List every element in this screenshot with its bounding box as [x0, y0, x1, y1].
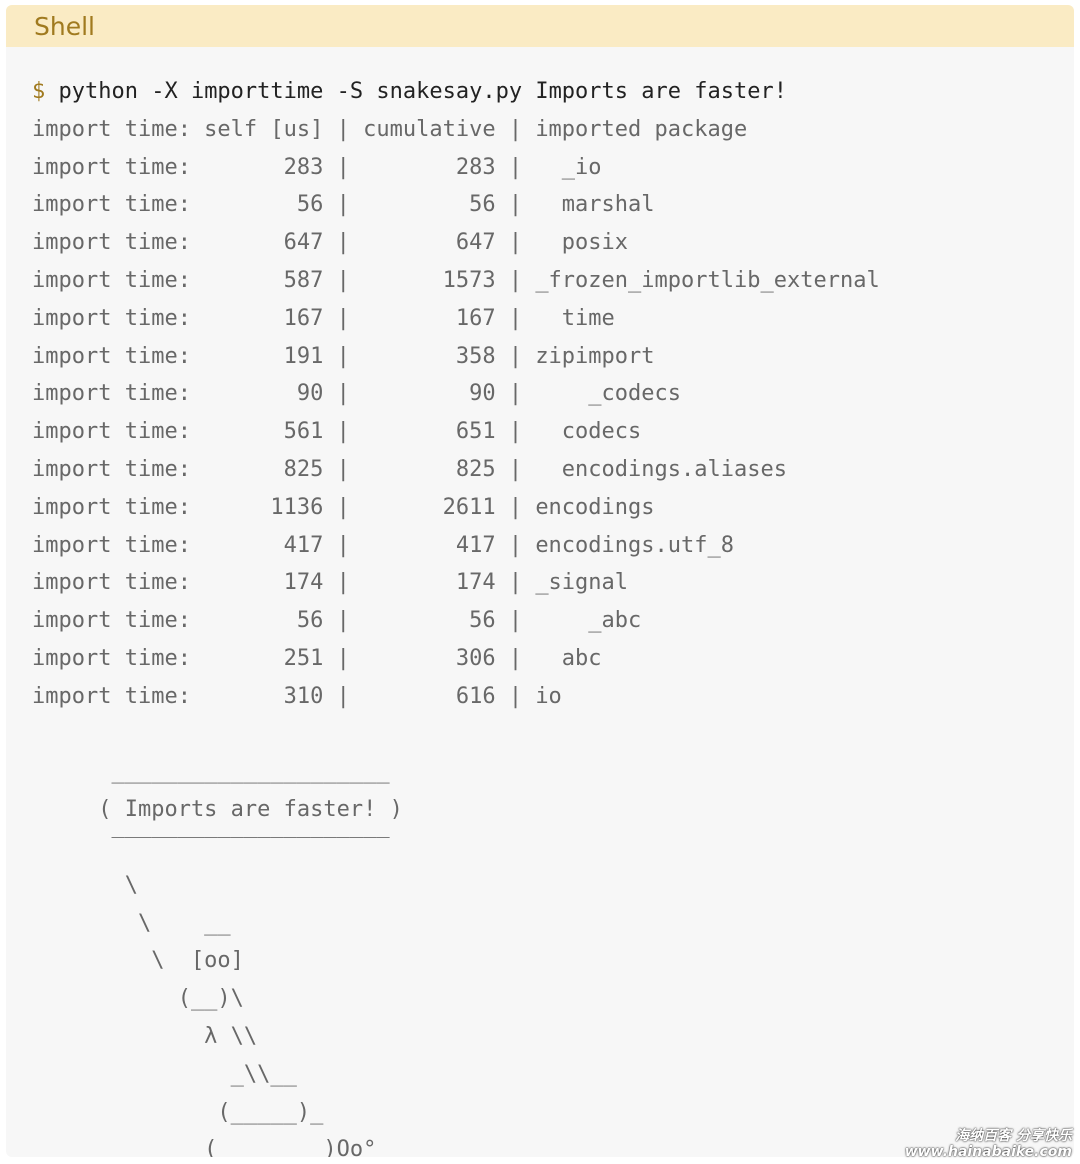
output-line: import time: 587 | 1573 | _frozen_import… [32, 267, 880, 293]
shell-prompt: $ [32, 79, 46, 104]
code-block: Shell $ python -X importtime -S snakesay… [6, 5, 1074, 1157]
output-line: import time: 417 | 417 | encodings.utf_8 [32, 532, 734, 558]
watermark-url: www.hainabaike.com [904, 1144, 1072, 1160]
code-body[interactable]: $ python -X importtime -S snakesay.py Im… [32, 73, 1064, 1157]
output-line: (________)Oo° [32, 1137, 377, 1157]
code-language-label: Shell [34, 11, 95, 41]
output-line: (_____)_ [32, 1099, 324, 1125]
output-line: _\\__ [32, 1061, 297, 1087]
output-line: import time: 647 | 647 | posix [32, 230, 629, 256]
output-line [32, 716, 1064, 754]
output-line: ‾‾‾‾‾‾‾‾‾‾‾‾‾‾‾‾‾‾‾‾‾ [32, 834, 390, 860]
output-line: import time: 825 | 825 | encodings.alias… [32, 456, 787, 482]
output-line: import time: 90 | 90 | _codecs [32, 381, 682, 407]
code-block-header: Shell [6, 5, 1074, 47]
output-line: import time: 174 | 174 | _signal [32, 570, 629, 596]
command-output: import time: self [us] | cumulative | im… [32, 111, 1064, 1157]
output-line: \ [32, 872, 138, 898]
output-line: λ \\ [32, 1023, 258, 1049]
output-line: import time: 310 | 616 | io [32, 683, 562, 709]
output-line: ( Imports are faster! ) [32, 797, 403, 823]
output-line: import time: 561 | 651 | codecs [32, 419, 642, 445]
output-line: import time: 56 | 56 | _abc [32, 608, 642, 634]
output-line: import time: 191 | 358 | zipimport [32, 343, 655, 369]
output-line: import time: self [us] | cumulative | im… [32, 116, 748, 142]
output-line: import time: 251 | 306 | abc [32, 645, 602, 671]
output-line: import time: 56 | 56 | marshal [32, 192, 655, 218]
output-line: \ [oo] [32, 948, 244, 974]
command-line: $ python -X importtime -S snakesay.py Im… [32, 73, 1064, 111]
output-line: import time: 1136 | 2611 | encodings [32, 494, 655, 520]
output-line: import time: 167 | 167 | time [32, 305, 615, 331]
output-line: (__)\ [32, 986, 244, 1012]
command-text: python -X importtime -S snakesay.py Impo… [45, 79, 787, 104]
output-line: \ __ [32, 910, 231, 936]
output-line: import time: 283 | 283 | _io [32, 154, 602, 180]
watermark-title: 海纳百客 分享快乐 [955, 1128, 1072, 1144]
output-line: _____________________ [32, 759, 390, 785]
watermark: 海纳百客 分享快乐 www.hainabaike.com [905, 1128, 1072, 1160]
